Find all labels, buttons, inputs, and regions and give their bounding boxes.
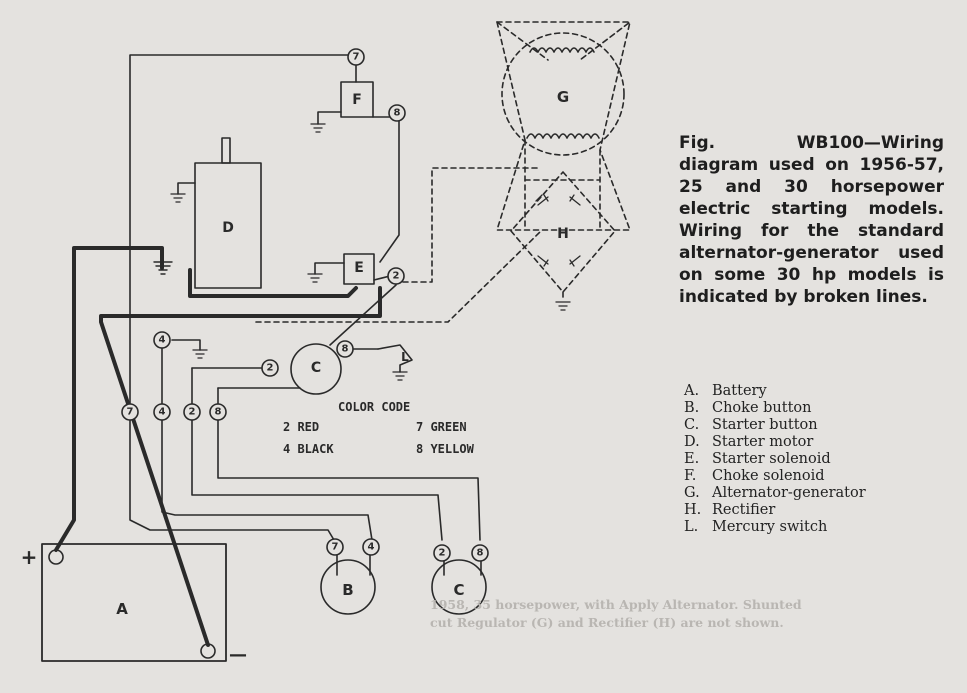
legend-item: A.Battery bbox=[684, 383, 767, 399]
terminal-c-lower-2: 2 bbox=[439, 548, 446, 559]
legend-item: B.Choke button bbox=[684, 400, 812, 416]
terminal-f-7: 7 bbox=[353, 52, 360, 63]
starter-motor-stem bbox=[221, 137, 231, 164]
terminal-f-8: 8 bbox=[394, 108, 401, 119]
alternator-generator-g bbox=[496, 21, 631, 231]
terminal-b-4: 4 bbox=[368, 542, 375, 553]
battery-plus-label: + bbox=[21, 545, 38, 569]
label-c-lower: C bbox=[453, 581, 464, 599]
legend-item: E.Starter solenoid bbox=[684, 451, 831, 467]
battery-a bbox=[41, 543, 227, 662]
color-code-title: COLOR CODE bbox=[338, 400, 410, 414]
harness-8: 8 bbox=[215, 407, 222, 418]
label-b: B bbox=[342, 581, 353, 599]
wire-green-7 bbox=[129, 54, 350, 406]
color-code-black: 4 BLACK bbox=[283, 442, 334, 456]
battery-minus-label: — bbox=[229, 645, 247, 666]
label-f: F bbox=[352, 92, 362, 108]
rectifier-h bbox=[510, 171, 616, 301]
legend-item: H.Rectifier bbox=[684, 502, 776, 518]
label-e: E bbox=[354, 260, 364, 276]
label-c-upper: C bbox=[311, 360, 321, 376]
legend-item: G.Alternator-generator bbox=[684, 485, 866, 501]
bleed-through-text: 1958, 35 horsepower, with Apply Alternat… bbox=[430, 597, 802, 630]
color-code-red: 2 RED bbox=[283, 420, 319, 434]
legend-item: L.Mercury switch bbox=[684, 519, 828, 535]
choke-solenoid-f bbox=[340, 81, 374, 118]
terminal-b-7: 7 bbox=[332, 542, 339, 553]
terminal-e-2: 2 bbox=[393, 271, 400, 282]
alternator-coil-top bbox=[529, 47, 595, 53]
color-code-yellow: 8 YELLOW bbox=[416, 442, 475, 456]
component-legend: A.Battery B.Choke button C.Starter butto… bbox=[684, 383, 866, 536]
starter-button-c-lower bbox=[431, 559, 487, 615]
terminal-ground-4: 4 bbox=[159, 335, 166, 346]
motor-cable bbox=[188, 268, 358, 298]
legend-item: F.Choke solenoid bbox=[684, 468, 825, 484]
terminal-c-lower-8: 8 bbox=[477, 548, 484, 559]
terminal-c-2: 2 bbox=[267, 363, 274, 374]
label-a: A bbox=[116, 600, 128, 618]
label-d: D bbox=[222, 220, 234, 236]
label-h: H bbox=[557, 226, 569, 242]
starter-solenoid-e bbox=[343, 253, 375, 285]
harness-7: 7 bbox=[127, 407, 134, 418]
figure-caption: Fig. WB100—Wiring diagram used on 1956-5… bbox=[679, 133, 944, 307]
battery-positive-post bbox=[48, 549, 64, 565]
harness-4: 4 bbox=[159, 407, 166, 418]
harness-2: 2 bbox=[189, 407, 196, 418]
label-l: L bbox=[401, 350, 409, 364]
label-g: G bbox=[557, 88, 569, 106]
terminal-c-8: 8 bbox=[342, 344, 349, 355]
starter-button-c-upper bbox=[290, 343, 342, 395]
ground-symbol-main bbox=[153, 261, 173, 275]
positive-cable bbox=[54, 246, 164, 552]
legend-item: D.Starter motor bbox=[684, 434, 814, 450]
color-code-green: 7 GREEN bbox=[416, 420, 467, 434]
legend-item: C.Starter button bbox=[684, 417, 818, 433]
choke-button-b bbox=[320, 559, 376, 615]
negative-cable bbox=[99, 286, 382, 647]
alternator-coil-bottom bbox=[526, 133, 600, 139]
